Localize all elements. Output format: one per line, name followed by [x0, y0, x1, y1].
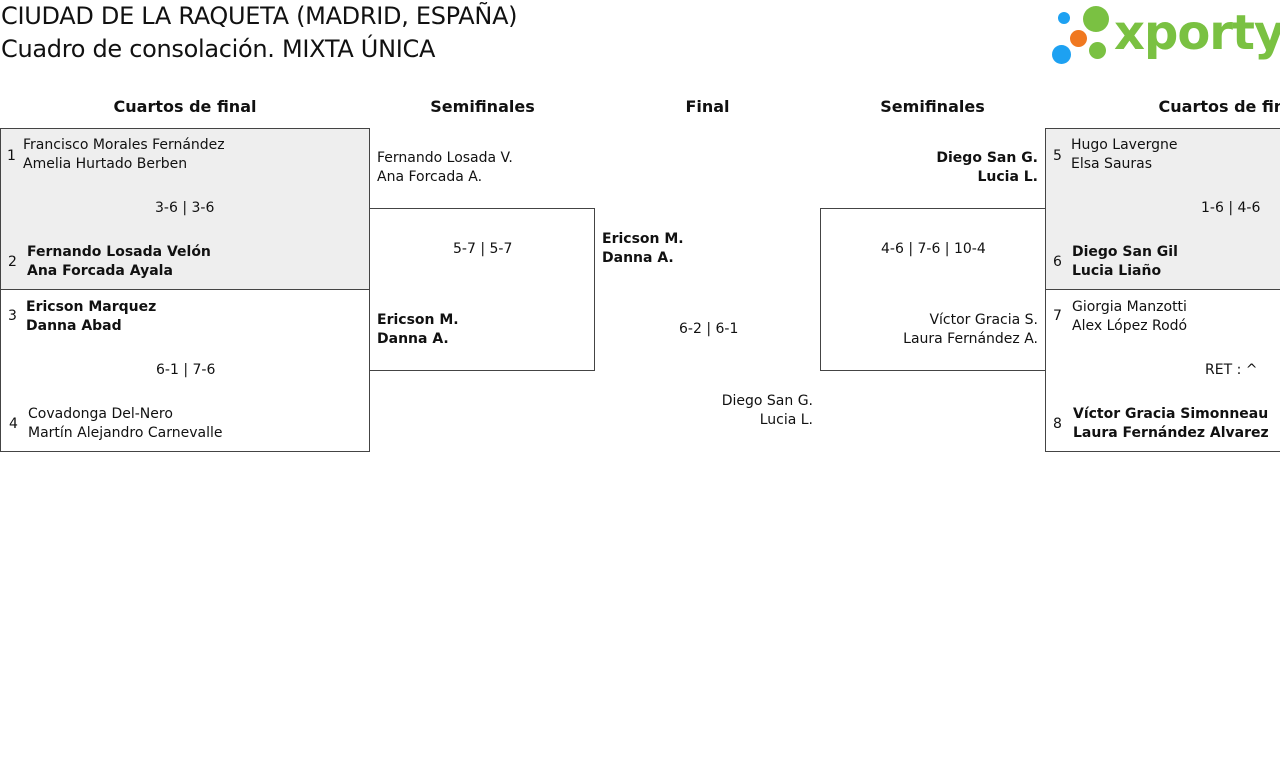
- left-sf-connector: 5-7 | 5-7: [369, 208, 595, 371]
- logo-dot-green-small-icon: [1089, 42, 1106, 59]
- match-score: 4-6 | 7-6 | 10-4: [881, 241, 986, 257]
- player-name: Alex López Rodó: [1072, 318, 1188, 334]
- team-top: Hugo Lavergne Elsa Sauras: [1071, 136, 1177, 174]
- logo-text: xporty: [1114, 5, 1280, 61]
- round-header-left-qf: Cuartos de final: [113, 97, 257, 116]
- team-top: Francisco Morales Fernández Amelia Hurta…: [23, 136, 225, 174]
- player-name: Covadonga Del-Nero: [28, 406, 173, 422]
- player-name: Fernando Losada Velón: [27, 244, 211, 260]
- round-header-final: Final: [685, 97, 730, 116]
- logo-dot-orange-icon: [1070, 30, 1087, 47]
- player-name: Ericson M.: [602, 231, 684, 247]
- right-sf-team-top-winner: Diego San G. Lucia L.: [838, 149, 1038, 187]
- seed-number: 2: [8, 254, 17, 270]
- xporty-logo: xporty: [1050, 3, 1280, 67]
- page-subtitle: Cuadro de consolación. MIXTA ÚNICA: [1, 35, 436, 63]
- left-sf-team-top: Fernando Losada V. Ana Forcada A.: [377, 149, 513, 187]
- round-header-left-sf: Semifinales: [430, 97, 535, 116]
- player-name: Lucia L.: [759, 412, 813, 428]
- seed-number: 1: [7, 148, 16, 164]
- match-score: RET : ^: [1205, 362, 1258, 378]
- player-name: Danna Abad: [26, 318, 122, 334]
- player-name: Diego San G.: [721, 393, 813, 409]
- player-name: Laura Fernández A.: [903, 331, 1038, 347]
- logo-dot-blue-large-icon: [1052, 45, 1071, 64]
- team-bottom-winner: Fernando Losada Velón Ana Forcada Ayala: [27, 243, 211, 281]
- final-score: 6-2 | 6-1: [679, 321, 739, 337]
- player-name: Ericson M.: [377, 312, 459, 328]
- player-name: Giorgia Manzotti: [1072, 299, 1187, 315]
- right-sf-team-bottom: Víctor Gracia S. Laura Fernández A.: [838, 311, 1038, 349]
- final-team-bottom: Diego San G. Lucia L.: [613, 392, 813, 430]
- left-qf-match-1: 1 Francisco Morales Fernández Amelia Hur…: [0, 128, 370, 290]
- seed-number: 3: [8, 308, 17, 324]
- player-name: Ericson Marquez: [26, 299, 157, 315]
- team-top-winner: Ericson Marquez Danna Abad: [26, 298, 156, 336]
- team-bottom-winner: Diego San Gil Lucia Liaño: [1072, 243, 1178, 281]
- team-bottom: Covadonga Del-Nero Martín Alejandro Carn…: [28, 405, 223, 443]
- player-name: Amelia Hurtado Berben: [23, 156, 188, 172]
- right-qf-match-2: 7 Giorgia Manzotti Alex López Rodó RET :…: [1045, 289, 1280, 452]
- player-name: Ana Forcada A.: [377, 169, 483, 185]
- player-name: Laura Fernández Alvarez: [1073, 425, 1269, 441]
- match-score: 3-6 | 3-6: [155, 200, 215, 216]
- seed-number: 4: [9, 416, 18, 432]
- player-name: Diego San Gil: [1072, 244, 1178, 260]
- match-score: 6-1 | 7-6: [156, 362, 216, 378]
- seed-number: 7: [1053, 308, 1062, 324]
- player-name: Hugo Lavergne: [1071, 137, 1178, 153]
- player-name: Diego San G.: [936, 150, 1038, 166]
- player-name: Fernando Losada V.: [377, 150, 513, 166]
- match-score: 5-7 | 5-7: [453, 241, 513, 257]
- left-qf-match-2: 3 Ericson Marquez Danna Abad 6-1 | 7-6 4…: [0, 289, 370, 452]
- left-sf-team-bottom-winner: Ericson M. Danna A.: [377, 311, 459, 349]
- player-name: Lucia Liaño: [1072, 263, 1162, 279]
- seed-number: 6: [1053, 254, 1062, 270]
- team-top: Giorgia Manzotti Alex López Rodó: [1072, 298, 1187, 336]
- player-name: Lucia L.: [977, 169, 1038, 185]
- seed-number: 8: [1053, 416, 1062, 432]
- round-header-right-qf: Cuartos de final: [1158, 97, 1280, 116]
- player-name: Víctor Gracia Simonneau: [1073, 406, 1269, 422]
- player-name: Martín Alejandro Carnevalle: [28, 425, 223, 441]
- page-title: CIUDAD DE LA RAQUETA (MADRID, ESPAÑA): [1, 2, 518, 30]
- final-team-top-winner: Ericson M. Danna A.: [602, 230, 684, 268]
- right-qf-match-1: 5 Hugo Lavergne Elsa Sauras 1-6 | 4-6 6 …: [1045, 128, 1280, 290]
- logo-dot-blue-icon: [1058, 12, 1070, 24]
- round-header-right-sf: Semifinales: [880, 97, 985, 116]
- team-bottom-winner: Víctor Gracia Simonneau Laura Fernández …: [1073, 405, 1269, 443]
- player-name: Francisco Morales Fernández: [23, 137, 225, 153]
- seed-number: 5: [1053, 148, 1062, 164]
- player-name: Ana Forcada Ayala: [27, 263, 173, 279]
- logo-dot-green-icon: [1083, 6, 1109, 32]
- player-name: Danna A.: [602, 250, 674, 266]
- player-name: Danna A.: [377, 331, 449, 347]
- match-score: 1-6 | 4-6: [1201, 200, 1261, 216]
- player-name: Víctor Gracia S.: [929, 312, 1038, 328]
- player-name: Elsa Sauras: [1071, 156, 1153, 172]
